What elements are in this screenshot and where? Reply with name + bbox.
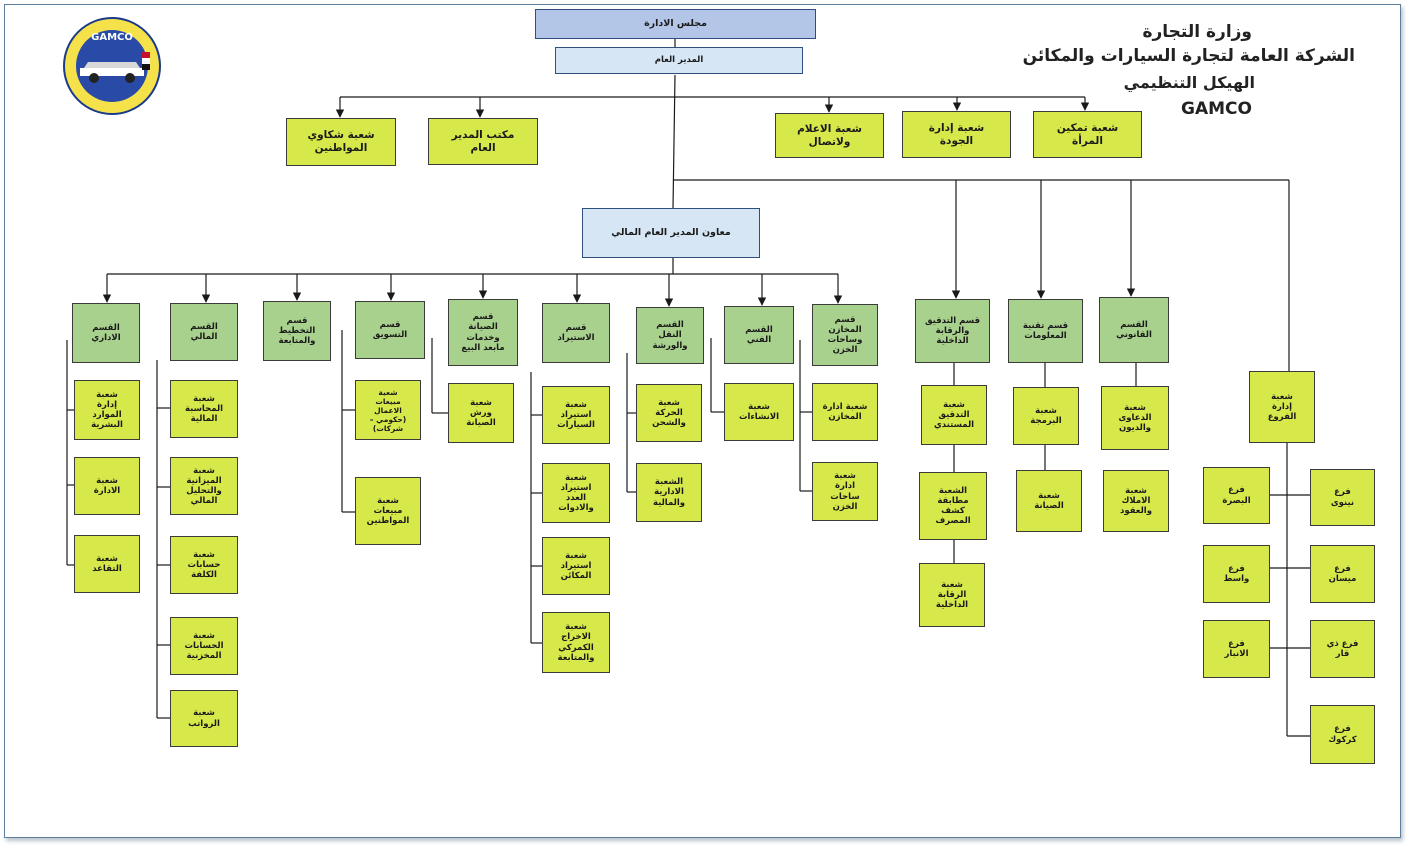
dept-technical: القسم الفني [724, 306, 794, 364]
sub-marketing-citizen-sales: شعبة مبيعات المواطنين [355, 477, 421, 545]
dept-transport: القسم النقل والورشة [636, 307, 704, 364]
sub-finance-cost: شعبة حسابات الكلفة [170, 536, 238, 594]
sub-technical-construction: شعبة الانشاءات [724, 383, 794, 441]
sub-finance-inventory: شعبة الحسابات المخزنية [170, 617, 238, 675]
branch-nineveh: فرع نينوى [1310, 469, 1375, 526]
dept-finance: القسم المالي [170, 303, 238, 361]
acronym-title: GAMCO [1181, 99, 1252, 119]
dept-marketing: قسم التسويق [355, 301, 425, 359]
sub-finance-accounting: شعبة المحاسبة المالية [170, 380, 238, 438]
sub-stores-management: شعبة ادارة المخازن [812, 383, 878, 441]
sub-audit-internal-control: شعبة الرقابة الداخلية [919, 563, 985, 627]
quality-unit: شعبة إدارة الجودة [902, 111, 1011, 158]
complaints-unit: شعبة شكاوي المواطنين [286, 118, 396, 166]
sub-stores-yards: شعبة ادارة ساحات الخزن [812, 462, 878, 521]
sub-transport-shipping: شعبة الحركة والشحن [636, 384, 702, 442]
women-unit: شعبة تمكين المرأة [1033, 111, 1142, 158]
sub-audit-documentary: شعبة التدقيق المستندي [921, 385, 987, 445]
dept-planning: قسم التخطيط والمتابعة [263, 301, 331, 361]
gm-office-unit: مكتب المدير العام [428, 118, 538, 165]
dept-import: قسم الاستيراد [542, 303, 610, 363]
sub-finance-budget: شعبة الميزانية والتحليل المالي [170, 457, 238, 515]
sub-import-cars: شعبة استيراد السيارات [542, 386, 610, 444]
sub-audit-bank-reconciliation: الشعبة مطابقة كشف المصرف [919, 472, 987, 540]
media-unit: شعبة الاعلام ولاتصال [775, 113, 884, 158]
logo-text: GAMCO [91, 32, 133, 43]
gamco-logo-icon: GAMCO [63, 17, 161, 115]
chart-name-title: الهيكل التنظيمي [1123, 73, 1255, 92]
branch-dhi-qar: فرع ذي قار [1310, 620, 1375, 678]
deputy-manager-box: معاون المدير العام المالي [582, 208, 760, 258]
sub-it-programming: شعبة البرمجة [1013, 387, 1079, 445]
branch-anbar: فرع الانبار [1203, 620, 1270, 678]
sub-transport-admin-finance: الشعبة الادارية والمالية [636, 463, 702, 522]
board-box: مجلس الادارة [535, 9, 816, 39]
sub-admin-hr: شعبة إدارة الموارد البشرية [74, 380, 140, 440]
dept-it: قسم تقنية المعلومات [1008, 299, 1083, 363]
general-manager-box: المدير العام [555, 47, 803, 74]
dept-stores: قسم المخازن وساحات الخزن [812, 304, 878, 366]
dept-admin: القسم الاداري [72, 303, 140, 363]
company-title: الشركة العامة لتجارة السيارات والمكائن [1022, 46, 1355, 66]
branch-wasit: فرع واسط [1203, 545, 1270, 603]
branch-maysan: فرع ميسان [1310, 545, 1375, 603]
sub-it-maintenance: شعبة الصيانة [1016, 470, 1082, 532]
sub-legal-properties: شعبة الاملاك والعقود [1103, 470, 1169, 532]
sub-maintenance-workshops: شعبة ورش الصيانة [448, 383, 514, 443]
dept-audit: قسم التدقيق والرقابة الداخلية [915, 299, 990, 363]
dept-branches-management: شعبة إدارة الفروع [1249, 371, 1315, 443]
ministry-title: وزارة التجارة [1142, 22, 1252, 42]
sub-import-tools: شعبة استيراد العدد والادوات [542, 463, 610, 523]
branch-basra: فرع البصرة [1203, 467, 1270, 524]
sub-admin-retirement: شعبة التقاعد [74, 535, 140, 593]
sub-marketing-business-sales: شعبة مبيعات الاعمال (حكومي – شركات) [355, 380, 421, 440]
sub-legal-lawsuits: شعبة الدعاوى والديون [1101, 386, 1169, 450]
sub-import-customs: شعبة الاخراج الكمركي والمتابعة [542, 612, 610, 673]
branch-kirkuk: فرع كركوك [1310, 705, 1375, 764]
sub-admin-administration: شعبة الادارة [74, 457, 140, 515]
dept-legal: القسم القانوني [1099, 297, 1169, 363]
sub-import-machines: شعبة استيراد المكائن [542, 537, 610, 595]
dept-maintenance: قسم الصيانة وخدمات مابعد البيع [448, 299, 518, 366]
sub-finance-payroll: شعبة الرواتب [170, 690, 238, 747]
